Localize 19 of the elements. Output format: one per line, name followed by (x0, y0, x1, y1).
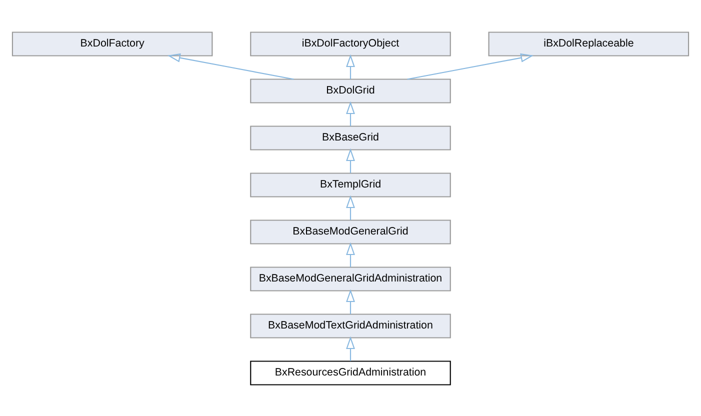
node-box: iBxDolFactoryObject (250, 31, 451, 56)
arrow (407, 52, 534, 80)
arrow (346, 54, 355, 79)
arrow (167, 52, 294, 80)
node-box: BxBaseModTextGridAdministration (250, 313, 451, 338)
arrow (346, 148, 355, 173)
node-box: BxBaseModGeneralGridAdministration (250, 266, 451, 291)
node-box: BxBaseGrid (250, 125, 451, 150)
node-box: BxBaseModGeneralGrid (250, 219, 451, 244)
arrow (346, 288, 355, 314)
node-box: BxTemplGrid (250, 172, 451, 197)
node-box: BxResourcesGridAdministration (250, 360, 451, 385)
arrow (346, 336, 355, 361)
arrow (346, 194, 355, 220)
node-box: BxDolFactory (12, 31, 213, 56)
node-box: iBxDolReplaceable (488, 31, 690, 56)
arrow (346, 100, 355, 126)
arrow (346, 242, 355, 267)
node-box: BxDolGrid (250, 78, 451, 103)
